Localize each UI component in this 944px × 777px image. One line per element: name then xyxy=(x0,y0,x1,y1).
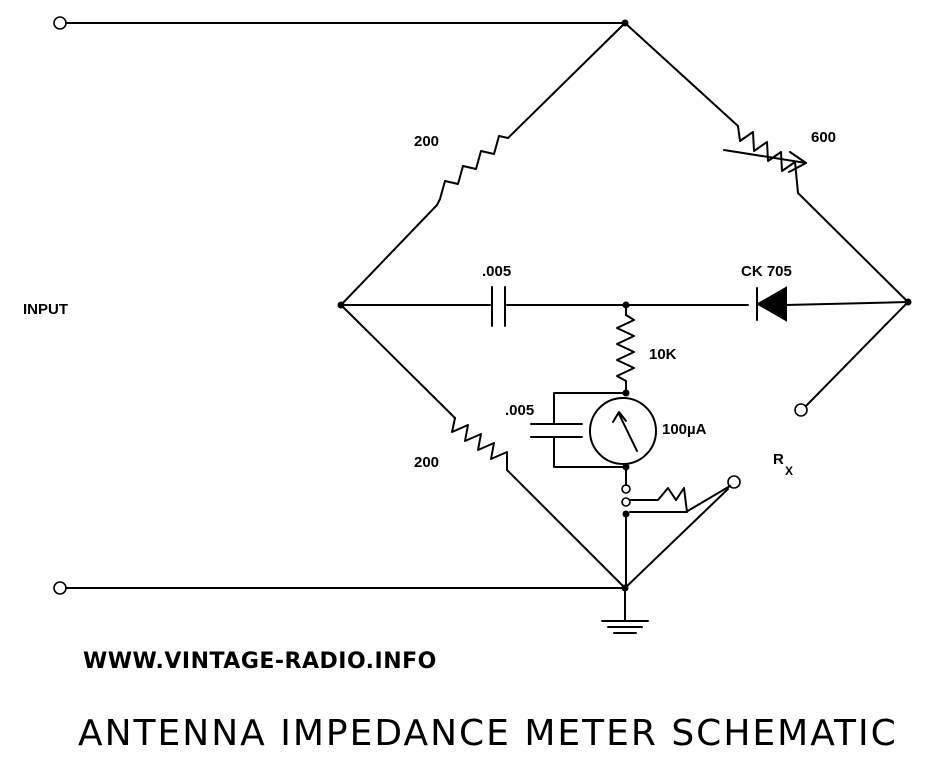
meter-needle-head xyxy=(612,411,627,423)
label-resistor-bottom-left: 200 xyxy=(414,454,439,471)
diode-ck705-body xyxy=(755,286,787,322)
diagram-title: ANTENNA IMPEDANCE METER SCHEMATIC xyxy=(78,713,898,754)
wire-mid-right xyxy=(785,301,909,306)
wire-meter-cap-bottom xyxy=(553,436,627,468)
wire-lower-left-a xyxy=(340,304,456,419)
input-terminal-top[interactable] xyxy=(53,16,67,30)
junction-meter-bottom xyxy=(622,463,630,471)
wire-upper-right-a xyxy=(624,22,739,127)
wire-rx xyxy=(805,301,909,407)
label-resistor-10k: 10K xyxy=(649,346,677,363)
label-input: INPUT xyxy=(23,301,68,318)
label-rx: R xyxy=(773,451,784,468)
variable-arrow-head xyxy=(788,151,807,173)
label-resistor-top-left: 200 xyxy=(414,133,439,150)
label-capacitor-meter: .005 xyxy=(505,402,534,419)
junction-jack xyxy=(622,510,630,518)
jack-contact-a xyxy=(621,484,631,494)
junction-top xyxy=(621,19,629,27)
wire-upper-left-a xyxy=(507,22,626,139)
resistor-top-left xyxy=(436,135,509,206)
variable-arrow-shaft xyxy=(723,149,807,164)
jack-spring xyxy=(629,487,688,513)
input-terminal-bottom[interactable] xyxy=(53,581,67,595)
wire-lower-left-b xyxy=(506,469,626,589)
label-capacitor-main: .005 xyxy=(482,263,511,280)
resistor-10k xyxy=(616,314,635,382)
resistor-bottom-left xyxy=(451,417,508,471)
website-url: WWW.VINTAGE-RADIO.INFO xyxy=(83,649,437,674)
junction-mid xyxy=(622,301,630,309)
resistor-top-right xyxy=(737,125,799,194)
junction-meter-top xyxy=(622,389,630,397)
wire-bottom-arm xyxy=(624,488,729,589)
label-rx-subscript: X xyxy=(785,464,793,478)
label-diode: CK 705 xyxy=(741,263,792,280)
wire-jack-terminal xyxy=(685,485,731,513)
wire-meter-cap-top xyxy=(553,392,627,424)
jack-terminal[interactable] xyxy=(727,475,741,489)
junction-right xyxy=(904,298,912,306)
junction-bottom xyxy=(621,584,629,592)
meter-100ua xyxy=(589,397,657,465)
wire-upper-left-b xyxy=(340,204,438,306)
label-meter: 100µA xyxy=(662,421,707,438)
wire-upper-right-b xyxy=(797,192,909,303)
label-resistor-top-right: 600 xyxy=(811,129,836,146)
rx-terminal[interactable] xyxy=(794,403,808,417)
meter-needle xyxy=(618,413,638,452)
junction-left xyxy=(337,301,345,309)
jack-contact-b xyxy=(621,497,631,507)
